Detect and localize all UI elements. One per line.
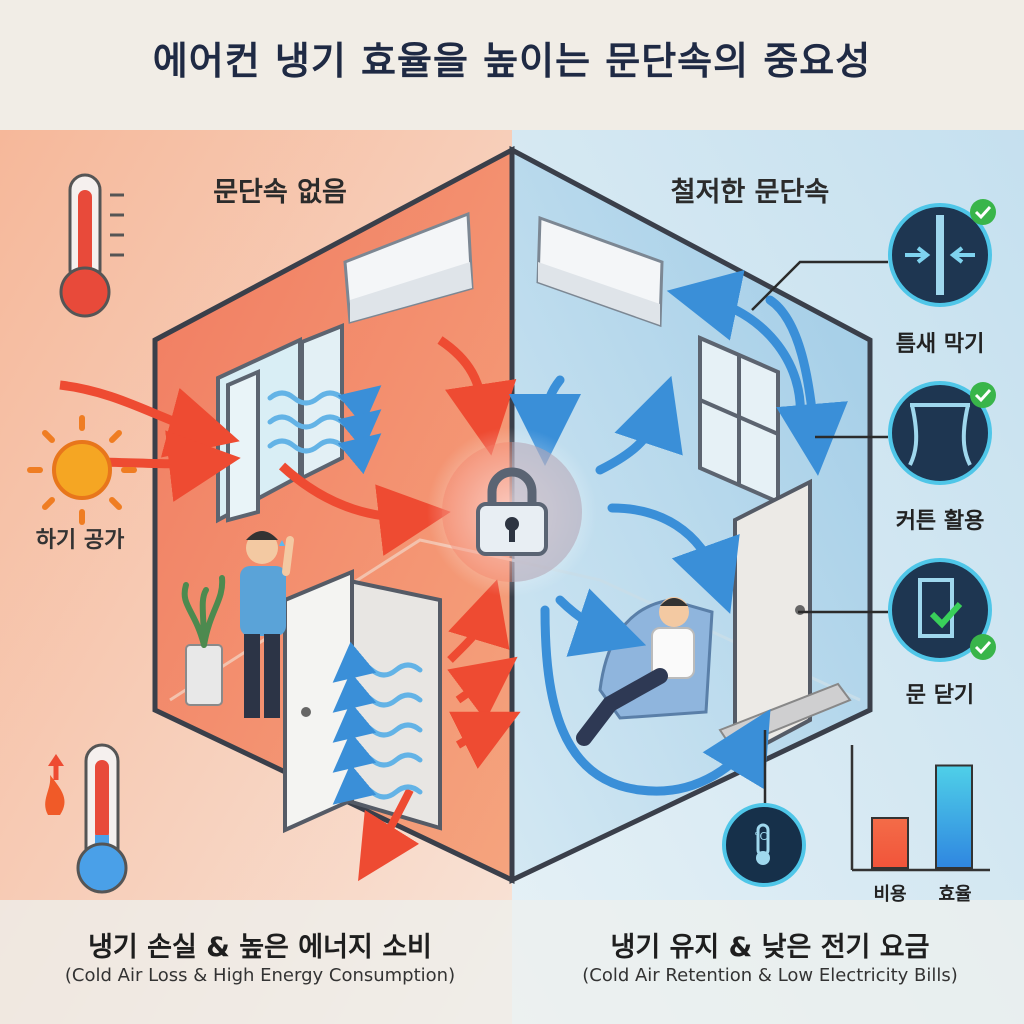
chart-bars — [871, 764, 973, 869]
heat-arrow — [278, 462, 451, 556]
chart-bar-0 — [871, 817, 909, 869]
hot-person — [240, 531, 294, 718]
chart-category-label: 효율 — [938, 884, 972, 905]
thermometer-hot — [59, 173, 124, 318]
side-label: 하기 공가 — [35, 528, 125, 553]
feature-label-door-close: 문 닫기 — [905, 683, 975, 708]
cold-air-loop — [509, 270, 848, 796]
heat-arrow — [358, 788, 420, 882]
left-caption-ko: 냉기 손실 & 높은 에너지 소비 — [88, 932, 432, 963]
page-title: 에어컨 냉기 효율을 높이는 문단속의 중요성 — [152, 39, 872, 83]
thermostat-unit: °C — [754, 830, 768, 843]
thermostat-icon — [722, 803, 806, 887]
feature-circle-1 — [888, 199, 996, 307]
plant — [181, 575, 226, 706]
heat-arrow — [59, 380, 240, 458]
feature-label-curtain: 커튼 활용 — [895, 509, 985, 534]
heat-arrow — [447, 656, 518, 721]
feature-circle-3 — [888, 558, 996, 662]
right-caption-ko: 냉기 유지 & 낮은 전기 요금 — [610, 932, 930, 963]
ac-unit-left — [343, 211, 474, 324]
right-caption-en: (Cold Air Retention & Low Electricity Bi… — [582, 965, 958, 986]
left-panel-heading: 문단속 없음 — [213, 177, 347, 208]
heat-arrow — [437, 336, 517, 456]
ac-unit-right — [536, 215, 664, 328]
heat-arrow — [449, 711, 521, 769]
cold-air-escape — [267, 385, 423, 805]
heat-arrow — [447, 579, 510, 663]
thermometer-rising — [45, 743, 128, 894]
chart-axes — [850, 745, 990, 872]
feature-label-seal-gap: 틈새 막기 — [895, 332, 985, 357]
feature-circle-2 — [888, 381, 996, 485]
left-caption-en: (Cold Air Loss & High Energy Consumption… — [64, 965, 456, 986]
sun-icon — [27, 415, 137, 525]
chart-bar-1 — [935, 764, 973, 869]
lock-icon — [476, 467, 548, 556]
chart-category-label: 비용 — [873, 884, 907, 905]
title-band — [0, 0, 1024, 130]
right-panel-heading: 철저한 문단속 — [670, 177, 830, 208]
